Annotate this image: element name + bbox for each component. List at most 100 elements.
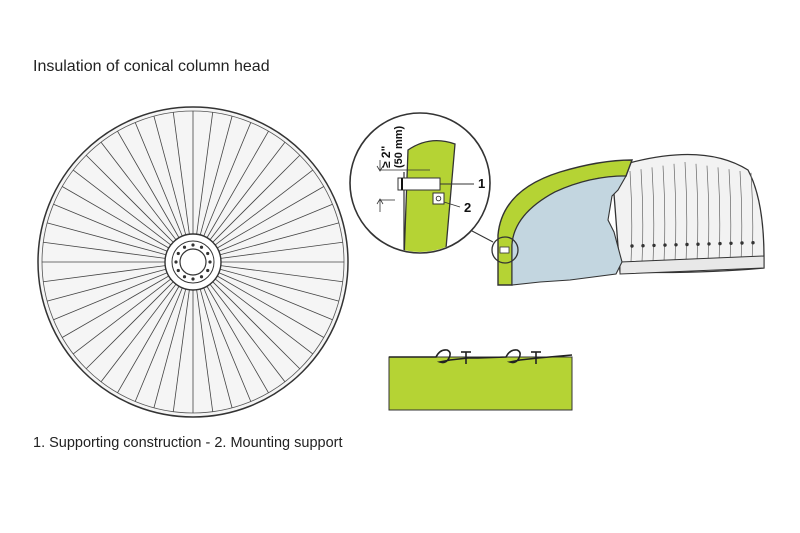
radial-segment-line (72, 278, 172, 355)
mounting-detail: ≥ 2" (50 mm) 1 2 (349, 112, 491, 254)
radial-segment-line (212, 281, 301, 370)
hub-bolt (176, 251, 180, 256)
hub-bolt (176, 268, 180, 273)
hub-bolt (182, 275, 187, 279)
radial-segment-line (134, 287, 183, 402)
hub-bolt (208, 260, 212, 264)
cladding-rivet (674, 243, 678, 247)
radial-segment-line (199, 288, 233, 408)
radial-segment-line (153, 288, 187, 408)
radial-segment-line (209, 141, 286, 241)
cladding-rivet (641, 244, 645, 248)
page-title: Insulation of conical column head (33, 58, 270, 75)
cladding-rib (739, 170, 743, 263)
cladding-rivet (652, 243, 656, 248)
radial-segment-line (117, 286, 180, 393)
radial-segment-line (72, 169, 172, 246)
cladding-rib (651, 167, 655, 263)
radial-segment-line (212, 154, 301, 243)
cladding-rivets (630, 241, 755, 248)
radial-segment-line (62, 186, 169, 249)
detail-marker-circle (491, 236, 519, 264)
radial-segment-line (53, 203, 168, 252)
hub-bolt (174, 260, 178, 264)
cladding-rib (662, 165, 666, 263)
cladding-ribs (629, 161, 754, 263)
radial-segment-line (134, 122, 183, 237)
radial-segment-line (100, 141, 177, 241)
cladding-rivet (751, 241, 755, 245)
cladding-band (619, 255, 765, 275)
radial-segment-line (214, 169, 314, 246)
dimension-imperial: ≥ 2" (379, 146, 393, 168)
cladding-rib (684, 161, 688, 263)
radial-segment-line (217, 186, 324, 249)
radial-segment-line (43, 265, 166, 283)
callout-2-leader (443, 201, 461, 208)
cladding-rib (673, 163, 677, 263)
cladding-rivet (718, 241, 722, 246)
detail-marker-support (499, 246, 510, 254)
cladding-rivet (696, 242, 700, 246)
cladding-rib (640, 169, 644, 263)
cladding-rib (728, 169, 732, 263)
side-view-diagram (454, 153, 765, 286)
callout-1: 1 (478, 176, 485, 191)
mounting-bolt (435, 195, 442, 202)
detail-insulation (403, 139, 456, 252)
radial-segment-line (100, 283, 177, 383)
radial-segment-line (203, 122, 252, 237)
cladding-rib (706, 165, 710, 263)
radial-segment-line (217, 275, 324, 338)
radial-segment-line (43, 241, 166, 259)
radial-segment-line (199, 116, 233, 236)
cladding-rivet (663, 243, 667, 247)
hub-bolt (206, 251, 210, 256)
cladding-rib (717, 167, 721, 263)
dimension-metric: (50 mm) (393, 125, 405, 168)
hub-bolt (206, 268, 210, 273)
vessel-wall (511, 175, 627, 286)
radial-segment-line (220, 241, 343, 259)
radial-segment-line (172, 289, 190, 412)
radial-segment-line (220, 265, 343, 283)
radial-segment-line (219, 222, 339, 256)
hub-bolt (199, 245, 204, 249)
hub-bolt (182, 245, 187, 249)
cladding-dome (611, 153, 765, 274)
cladding-rivet (740, 241, 744, 245)
seam-sheet (389, 349, 573, 364)
radial-segment-line (203, 287, 252, 402)
hub-center (179, 248, 207, 276)
seam-detail (388, 349, 573, 411)
radial-segment-line (47, 268, 167, 302)
radial-segment-line (153, 116, 187, 236)
radial-segment-line (214, 278, 314, 355)
arrowhead-top (376, 165, 384, 172)
mounting-support (432, 192, 445, 205)
radial-segment-line (206, 131, 269, 238)
cladding-rib (750, 172, 754, 263)
radial-segment-line (218, 272, 333, 321)
radial-segment-line (62, 275, 169, 338)
radial-segments (42, 111, 344, 413)
radial-segment-line (47, 222, 167, 256)
top-view-diagram (37, 106, 349, 418)
hub-bolts (174, 243, 212, 281)
cladding-rib (629, 170, 633, 263)
hub-bolt (199, 275, 204, 279)
figure-caption: 1. Supporting construction - 2. Mounting… (33, 435, 343, 451)
arrowhead-bottom (376, 198, 384, 205)
radial-segment-line (218, 203, 333, 252)
radial-segment-line (85, 154, 174, 243)
cladding-rivet (729, 241, 733, 245)
radial-segment-line (85, 281, 174, 370)
seam-insulation-block (388, 356, 573, 411)
cladding-rivet (685, 242, 689, 247)
cladding-rib (695, 163, 699, 263)
hub-bolt (191, 243, 195, 247)
hub-bolt (191, 277, 195, 281)
radial-segment-line (172, 112, 190, 235)
radial-segment-line (117, 131, 180, 238)
